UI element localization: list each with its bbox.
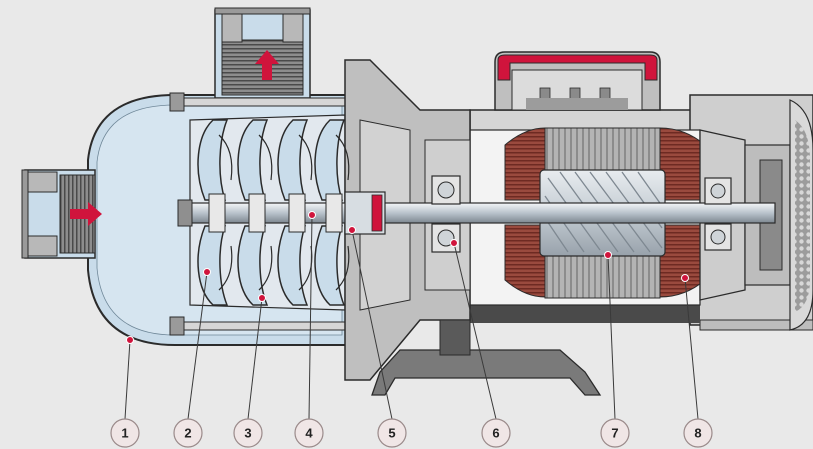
callout-label: 3 [244,426,251,441]
terminal-box [494,51,661,111]
callout-badge [173,418,203,448]
callout-dot [450,239,458,247]
callout-label: 2 [184,426,191,441]
callout-badge [294,418,324,448]
callout-dot [348,226,356,234]
callout-badge [683,418,713,448]
callout-leader-line [684,277,699,420]
callout-dot [681,274,689,282]
callout-leader-line [453,242,497,420]
callout-badge [481,418,511,448]
callout-leader-line [247,297,263,420]
outlet-pipe [214,7,311,99]
callout-badge [110,418,140,448]
fan-cover [789,99,813,331]
outlet-arrow [255,50,279,80]
callout-leader-line [607,254,616,420]
callout-label: 7 [611,426,618,441]
callout-dot [203,268,211,276]
callout-6: 6 [450,239,511,448]
callout-dot [258,294,266,302]
callout-leader-line [351,229,393,420]
callout-dot [604,251,612,259]
callout-leader-line [124,339,131,420]
callout-label: 8 [694,426,701,441]
rear-bearing [704,177,732,251]
callout-4: 4 [294,211,324,448]
callout-leader-line [187,271,208,420]
callout-7: 7 [600,251,630,448]
callout-label: 6 [492,426,499,441]
shaft [184,202,776,224]
callout-2: 2 [173,268,211,448]
callout-5: 5 [348,226,407,448]
callout-badge [377,418,407,448]
callout-1: 1 [110,336,140,448]
pump-foot [371,319,602,396]
callout-dot [126,336,134,344]
callout-dot [308,211,316,219]
callout-label: 4 [305,426,313,441]
impeller-stage [277,119,313,306]
callout-leader-line [308,214,313,420]
impeller-stage [314,119,350,306]
impeller-group [197,119,350,306]
callout-label: 5 [388,426,395,441]
callout-badge [600,418,630,448]
callout-3: 3 [233,294,266,448]
callout-group: 1 2 3 4 5 6 7 8 [110,211,713,448]
inlet-arrow [70,202,102,226]
callout-8: 8 [681,274,713,448]
shaft-nut [177,199,193,227]
callout-badge [233,418,263,448]
callout-label: 1 [121,426,128,441]
impeller-stage [237,119,273,306]
